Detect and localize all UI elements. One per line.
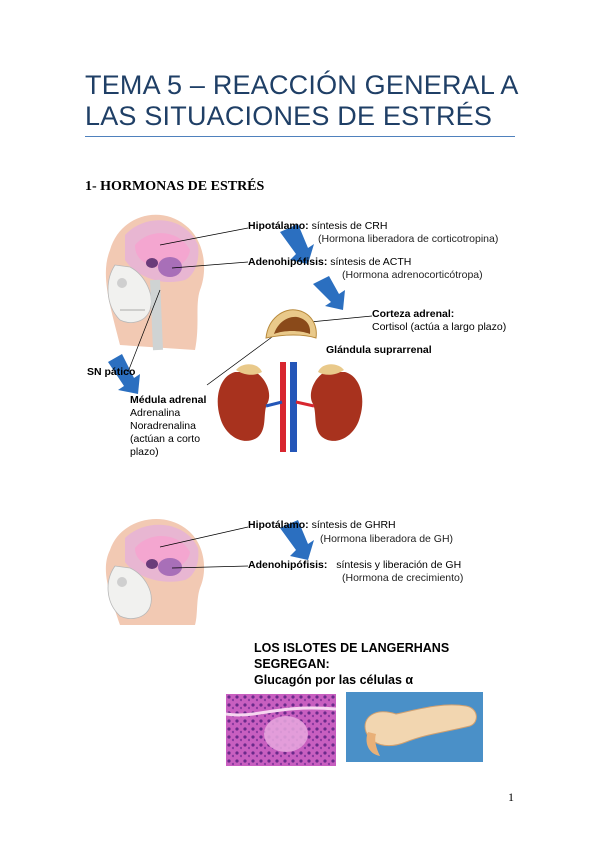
langerhans-line-3: Glucagón por las células α <box>254 673 414 687</box>
adrenal-cortex-label: Corteza adrenal: <box>372 308 455 320</box>
gh-adenohypophysis-sub: (Hormona de crecimiento) <box>342 572 464 584</box>
adrenal-medulla-line-4: plazo) <box>130 446 159 458</box>
page-number: 1 <box>508 790 514 804</box>
arrow-icon-adeno-to-cortex <box>313 276 345 310</box>
adenohypophysis-line-1: Adenohipófisis: síntesis de ACTH <box>248 256 411 269</box>
adrenal-gland-label: Glándula suprarrenal <box>326 344 432 356</box>
title-underline <box>85 136 515 137</box>
hypothalamus-sub: (Hormona liberadora de corticotropina) <box>318 233 499 245</box>
pancreas-image <box>346 692 483 762</box>
histology-image <box>225 694 337 766</box>
gh-hypothalamus-text: síntesis de GHRH <box>311 519 396 531</box>
gh-hypothalamus-label: Hipotálamo: <box>248 519 309 531</box>
adrenal-cortex-text: Cortisol (actúa a largo plazo) <box>372 321 507 333</box>
gh-adenohypophysis-label: Adenohipófisis: <box>248 559 328 571</box>
hypothalamus-label: Hipotálamo: <box>248 220 309 232</box>
gh-hypothalamus-sub: (Hormona liberadora de GH) <box>320 533 454 545</box>
gh-adenohypophysis-line-1: Adenohipófisis: síntesis y liberación de… <box>248 559 461 572</box>
adenohypophysis-text: síntesis de ACTH <box>330 256 412 268</box>
hypothalamus-text: síntesis de CRH <box>311 220 388 232</box>
head-illustration-1 <box>105 214 205 351</box>
title-line-2: LAS SITUACIONES DE ESTRÉS <box>85 101 493 131</box>
sympathetic-label: SN pático <box>87 366 136 378</box>
arrow-icon-sns <box>108 354 140 394</box>
adrenal-medulla-line-2: Noradrenalina <box>130 420 196 432</box>
adrenal-medulla-line-1: Adrenalina <box>130 407 181 419</box>
title-line-1: TEMA 5 – REACCIÓN GENERAL A <box>85 70 519 100</box>
gh-adenohypophysis-text: síntesis y liberación de GH <box>336 559 462 571</box>
arrow-icon-hypo-to-adeno <box>280 224 314 264</box>
gh-hypothalamus-line-1: Hipotálamo: síntesis de GHRH <box>248 519 396 532</box>
adrenal-medulla-line-3: (actúan a corto <box>130 433 201 445</box>
adenohypophysis-sub: (Hormona adrenocorticótropa) <box>342 269 483 281</box>
langerhans-line-1: LOS ISLOTES DE LANGERHANS <box>254 641 450 655</box>
section-heading: 1- HORMONAS DE ESTRÉS <box>85 179 265 194</box>
langerhans-line-2: SEGREGAN: <box>254 657 330 671</box>
kidneys-illustration <box>217 362 363 452</box>
hypothalamus-line-1: Hipotálamo: síntesis de CRH <box>248 220 387 233</box>
arrow-icon-hypo-to-adeno-2 <box>280 520 314 560</box>
adrenal-cortex-illustration <box>265 309 317 339</box>
adrenal-medulla-label: Médula adrenal <box>130 394 207 406</box>
page-title: TEMA 5 – REACCIÓN GENERAL A LAS SITUACIO… <box>85 70 525 132</box>
adenohypophysis-label: Adenohipófisis: <box>248 256 328 268</box>
